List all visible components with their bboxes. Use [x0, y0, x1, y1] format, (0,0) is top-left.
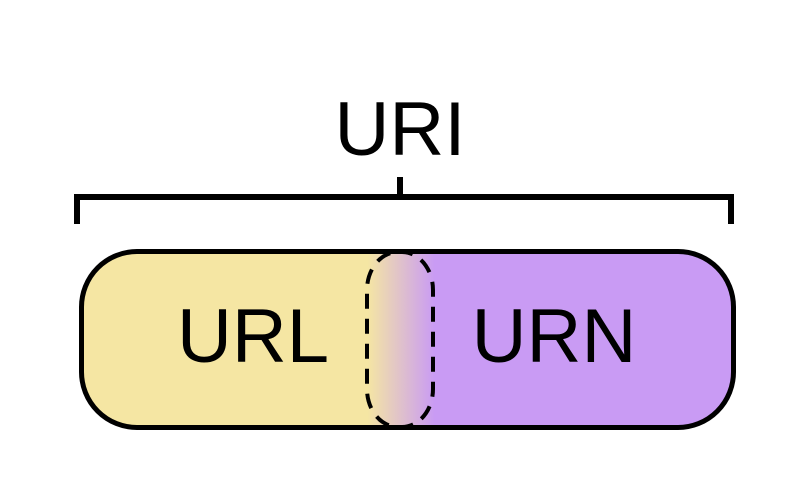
uri-brace-center-tick	[397, 177, 403, 195]
url-region-label: URL	[176, 294, 330, 379]
urn-region-label: URN	[471, 294, 637, 379]
uri-brace	[74, 194, 734, 224]
diagram-title: URI	[334, 87, 466, 172]
